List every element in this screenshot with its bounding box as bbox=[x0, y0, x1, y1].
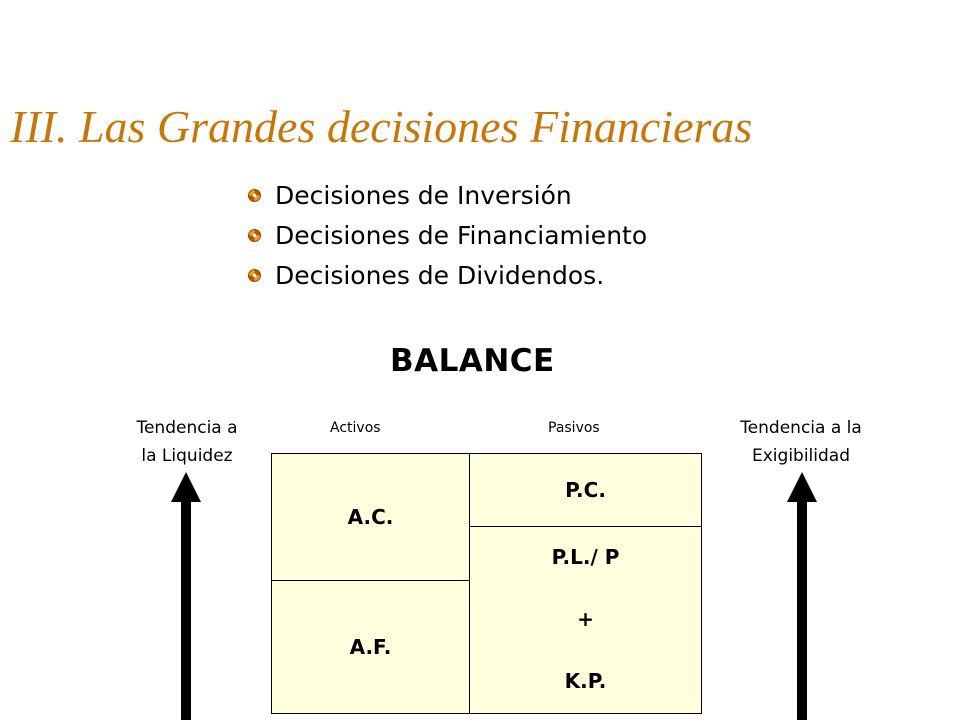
bullet-icon bbox=[248, 228, 261, 242]
slide-title: III. Las Grandes decisiones Financieras bbox=[10, 101, 753, 152]
balance-title: BALANCE bbox=[390, 343, 555, 379]
liquidity-label-line1: Tendencia a bbox=[136, 418, 238, 438]
liquidity-arrow-icon bbox=[171, 472, 201, 720]
bullet-list: Decisiones de Inversión Decisiones de Fi… bbox=[248, 175, 647, 295]
fixed-assets-label: A.F. bbox=[349, 635, 392, 659]
bullet-icon bbox=[248, 268, 261, 282]
long-term-liabilities-label: P.L./ P bbox=[551, 545, 620, 569]
bullet-text: Decisiones de Dividendos. bbox=[275, 260, 605, 290]
liquidity-label-line2: la Liquidez bbox=[141, 446, 233, 466]
exigibility-label: Tendencia a la Exigibilidad bbox=[716, 414, 886, 470]
bullet-item: Decisiones de Inversión bbox=[248, 175, 647, 215]
bullet-item: Decisiones de Financiamiento bbox=[248, 215, 647, 255]
plus-sign: + bbox=[577, 607, 594, 631]
fixed-assets-box: A.F. bbox=[271, 580, 470, 714]
exigibility-arrow-icon bbox=[787, 472, 817, 720]
long-term-liabilities-equity-box: P.L./ P + K.P. bbox=[469, 526, 702, 714]
current-assets-box: A.C. bbox=[271, 453, 470, 581]
exigibility-label-line1: Tendencia a la bbox=[740, 418, 862, 438]
exigibility-label-line2: Exigibilidad bbox=[752, 446, 850, 466]
bullet-text: Decisiones de Inversión bbox=[275, 180, 572, 210]
bullet-icon bbox=[248, 188, 261, 202]
liquidity-label: Tendencia a la Liquidez bbox=[112, 414, 262, 470]
assets-column-label: Activos bbox=[330, 420, 381, 436]
bullet-item: Decisiones de Dividendos. bbox=[248, 255, 647, 295]
equity-label: K.P. bbox=[564, 669, 607, 693]
bullet-text: Decisiones de Financiamiento bbox=[275, 220, 648, 250]
current-liabilities-label: P.C. bbox=[565, 478, 606, 502]
liabilities-column-label: Pasivos bbox=[548, 420, 600, 436]
current-assets-label: A.C. bbox=[347, 505, 394, 529]
current-liabilities-box: P.C. bbox=[469, 453, 702, 527]
